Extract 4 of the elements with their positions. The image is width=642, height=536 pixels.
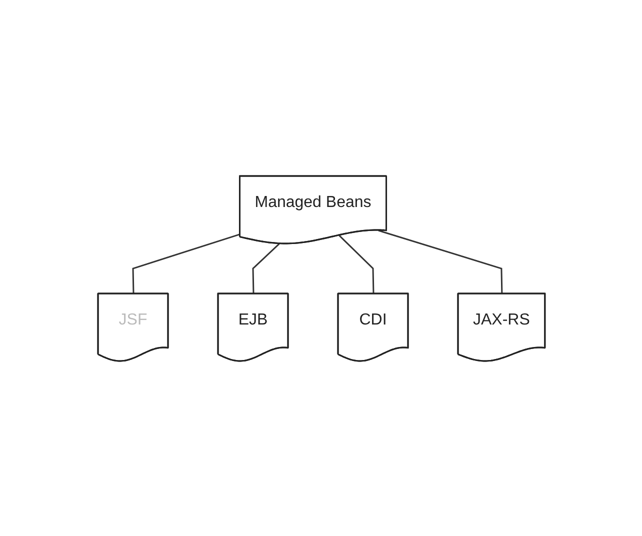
connector	[252, 242, 280, 294]
connector	[132, 232, 240, 294]
connector	[338, 234, 374, 294]
connector	[378, 229, 502, 294]
